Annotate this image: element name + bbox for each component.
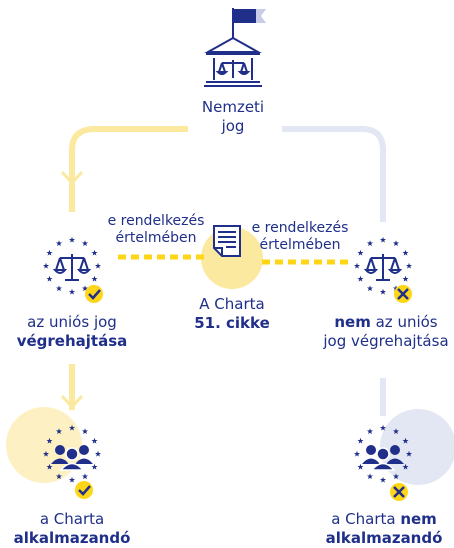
eu-star (379, 236, 387, 243)
eu-star (94, 262, 102, 269)
charter-line1: A Charta (199, 295, 265, 313)
edge-label-right-line2: értelmében (259, 237, 341, 253)
not-implementing-label: nem az uniós jog végrehajtása (318, 313, 454, 351)
eu-star (392, 240, 400, 247)
lavender-circle-bg (380, 409, 454, 485)
edge-label-right: e rendelkezés értelmében (244, 220, 356, 254)
eu-stars-ring (353, 424, 413, 483)
eu-star (42, 450, 50, 457)
yellow-circle-bg (6, 407, 82, 483)
eu-star (68, 288, 76, 295)
eu-star (81, 428, 89, 435)
eu-star (392, 428, 400, 435)
eu-star (357, 437, 364, 444)
eu-star (55, 240, 63, 247)
eu-stars-ring (42, 236, 102, 295)
charter-line2: 51. cikke (194, 314, 270, 332)
eu-star (68, 424, 76, 431)
not-applicable-line2: alkalmazandó (325, 529, 443, 547)
not-implementing-line2: jog végrehajtása (323, 332, 449, 350)
national-law-label: Nemzeti jog (187, 98, 279, 136)
eu-star (91, 437, 98, 444)
eu-people-cross-icon (353, 424, 413, 501)
eu-star (91, 249, 98, 256)
eu-star (402, 275, 409, 282)
implementing-label: az uniós jog végrehajtása (2, 313, 142, 351)
eu-star (379, 476, 387, 483)
eu-star (392, 285, 400, 292)
eu-star (366, 285, 374, 292)
eu-star (402, 463, 409, 470)
applicable-line2: alkalmazandó (13, 529, 131, 547)
eu-star (42, 262, 50, 269)
not-applicable-bold: nem (400, 510, 437, 528)
edge-label-left-line2: értelmében (115, 230, 197, 246)
eu-star (405, 450, 413, 457)
eu-scales-check-icon (42, 236, 103, 303)
eu-scales-cross-icon (353, 236, 413, 303)
eu-star (366, 428, 374, 435)
implementing-line1: az uniós jog (27, 313, 117, 331)
eu-star (366, 240, 374, 247)
eu-star (392, 473, 400, 480)
eu-star (402, 437, 409, 444)
eu-star (353, 450, 361, 457)
eu-star (353, 262, 361, 269)
eu-star (46, 437, 53, 444)
eu-star (366, 473, 374, 480)
eu-star (357, 275, 364, 282)
edge-label-left: e rendelkezés értelmében (100, 213, 212, 247)
eu-stars-ring (42, 424, 102, 483)
applicable-label: a Charta alkalmazandó (2, 510, 142, 548)
eu-star (91, 463, 98, 470)
not-applicable-start: a Charta (331, 510, 401, 528)
flow-line-right (282, 126, 386, 222)
not-implementing-rest: az uniós (370, 313, 438, 331)
not-implementing-bold: nem (334, 313, 371, 331)
eu-star (81, 285, 89, 292)
arrow-left-top (60, 170, 84, 186)
eu-stars-ring (353, 236, 413, 295)
eu-star (55, 285, 63, 292)
eu-star (46, 275, 53, 282)
not-applicable-label: a Charta nem alkalmazandó (314, 510, 454, 548)
eu-star (405, 262, 413, 269)
edge-label-right-line1: e rendelkezés (251, 220, 349, 236)
eu-star (91, 275, 98, 282)
courthouse-icon (204, 8, 266, 87)
eu-star (402, 249, 409, 256)
flow-line-left (69, 126, 188, 212)
edge-label-left-line1: e rendelkezés (107, 213, 205, 229)
eu-star (55, 473, 63, 480)
national-law-line1: Nemzeti (201, 98, 265, 116)
eu-star (379, 288, 387, 295)
eu-star (379, 424, 387, 431)
eu-star (357, 249, 364, 256)
arrow-left-bottom (60, 394, 84, 410)
eu-star (46, 249, 53, 256)
charter-label: A Charta 51. cikke (180, 295, 284, 333)
not-implementing-line1: nem az uniós (318, 313, 454, 332)
eu-star (357, 463, 364, 470)
eu-people-check-icon (42, 424, 102, 499)
eu-star (81, 473, 89, 480)
implementing-line2: végrehajtása (16, 332, 128, 350)
eu-star (46, 463, 53, 470)
document-icon (213, 225, 241, 257)
eu-star (55, 428, 63, 435)
eu-star (68, 476, 76, 483)
eu-star (68, 236, 76, 243)
eu-star (81, 240, 89, 247)
national-law-line2: jog (221, 117, 245, 135)
eu-star (94, 450, 102, 457)
not-applicable-line1: a Charta nem (314, 510, 454, 529)
applicable-line1: a Charta (39, 510, 105, 528)
